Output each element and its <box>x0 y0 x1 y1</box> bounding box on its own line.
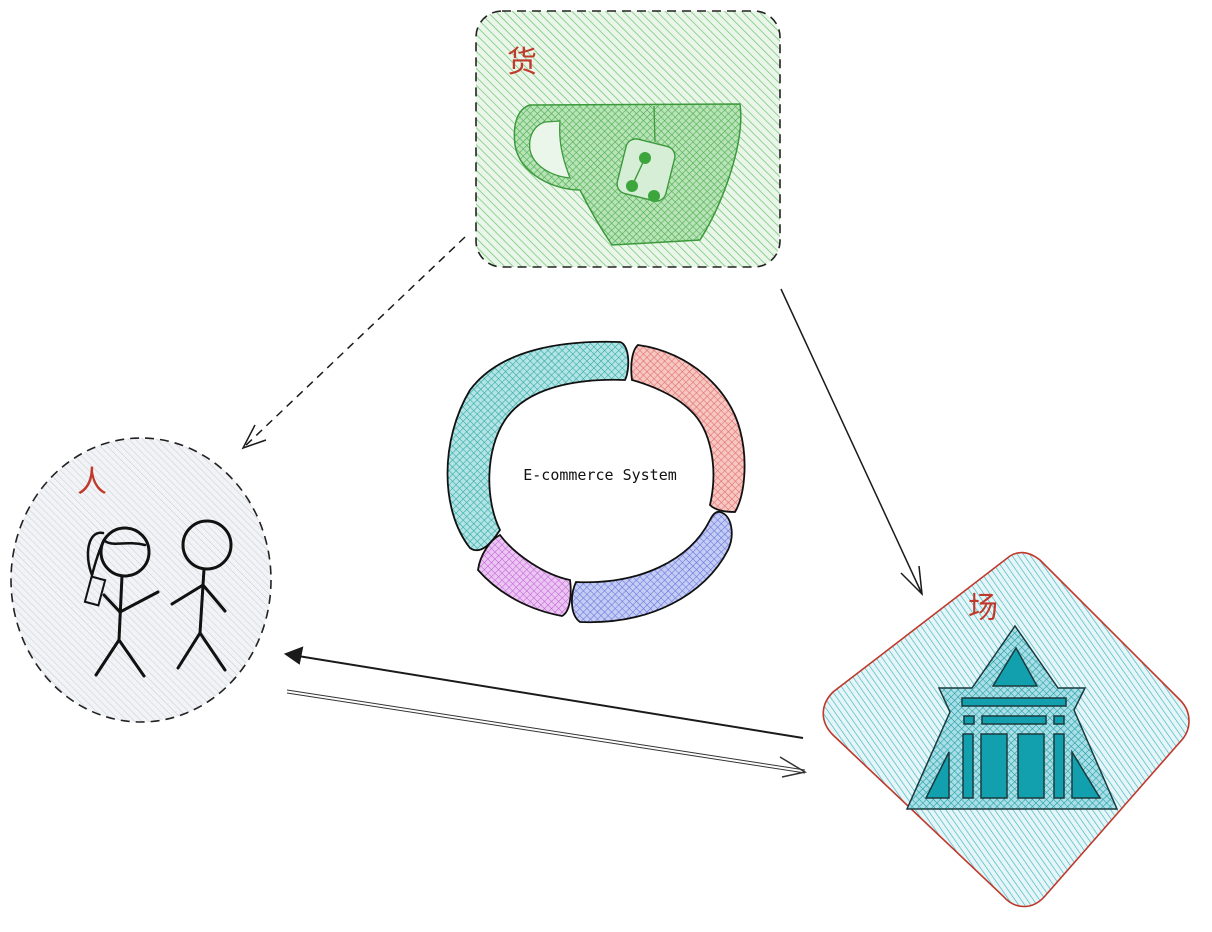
center-label: E-commerce System <box>523 466 677 484</box>
goods-node[interactable]: 货 <box>475 10 781 268</box>
stick-figures-icon <box>83 519 233 678</box>
ring-segment-purple <box>477 533 572 617</box>
edge-goods-to-people[interactable] <box>241 236 466 450</box>
ring-segment-blue <box>571 510 733 624</box>
ecommerce-ring[interactable]: E-commerce System <box>446 340 746 624</box>
ring-segment-teal <box>446 340 630 552</box>
people-node-border <box>10 437 272 723</box>
edge-place-to-people[interactable] <box>283 646 804 739</box>
arrowhead-icon <box>900 565 923 597</box>
ring-segment-red <box>630 344 746 513</box>
people-label: 人 <box>77 465 107 500</box>
people-node[interactable]: 人 <box>10 437 272 723</box>
arrowhead-icon <box>779 756 808 778</box>
edge-goods-to-place[interactable] <box>780 288 923 597</box>
edge-people-to-place[interactable] <box>286 689 808 778</box>
arrowhead-icon <box>241 424 267 450</box>
place-node[interactable]: 场 <box>822 551 1190 908</box>
arrowhead-icon <box>283 646 304 665</box>
building-icon <box>905 624 1119 810</box>
place-label: 场 <box>968 591 998 626</box>
goods-label: 货 <box>507 45 537 80</box>
teacup-icon <box>513 103 742 246</box>
